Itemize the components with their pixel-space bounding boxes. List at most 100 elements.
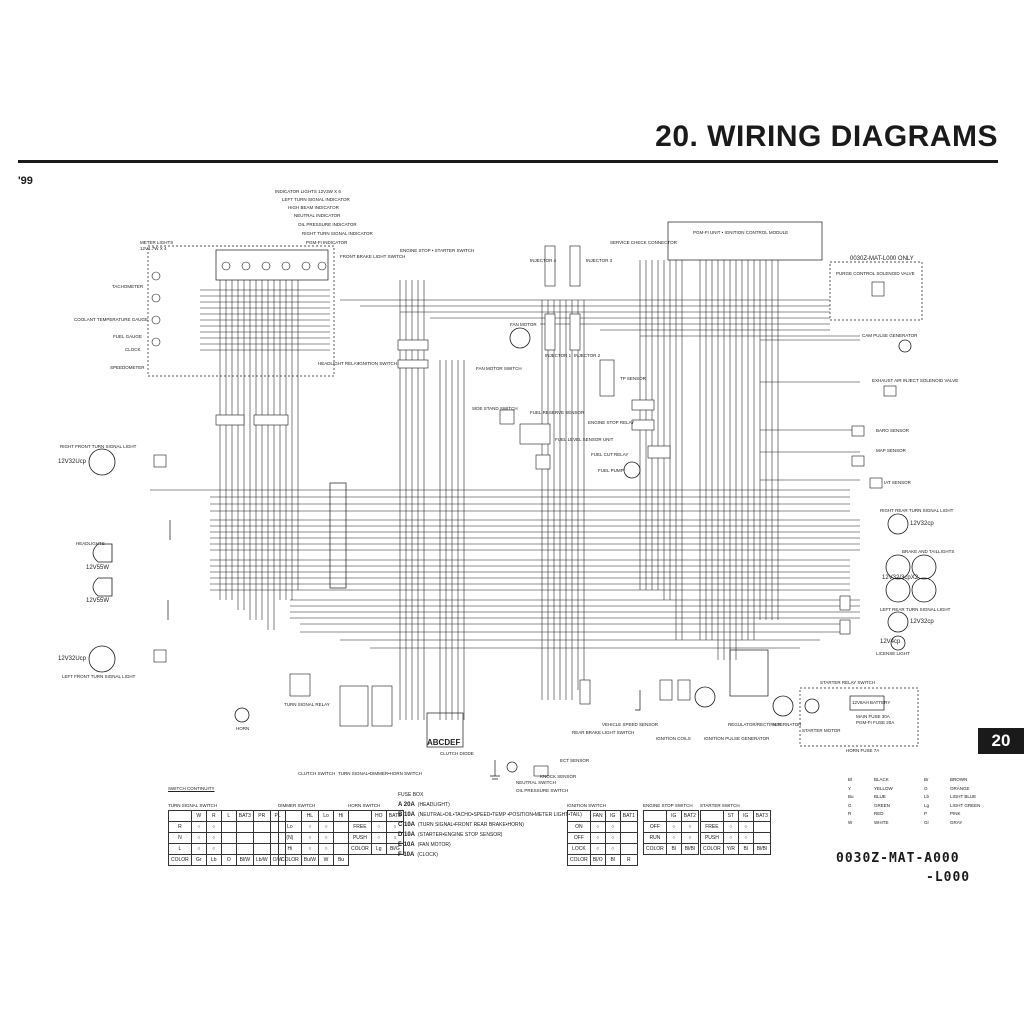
table-row: PUSH○○	[700, 832, 771, 844]
table-row: FREE○○	[348, 821, 404, 833]
label-meter-lights: METER LIGHTS	[140, 240, 174, 245]
label-left-front-turn: LEFT FRONT TURN SIGNAL LIGHT	[62, 674, 136, 679]
table-caption: DIMMER SWITCH	[278, 803, 316, 808]
label-horn: HORN	[236, 726, 250, 731]
table-caption: ENGINE STOP SWITCH	[643, 803, 693, 808]
table-cell: BAT1	[619, 810, 638, 822]
table-cell: Bl	[737, 843, 754, 855]
label-coolant-gauge: COOLANT TEMPERATURE GAUGE	[74, 317, 149, 322]
table-cell: PR	[252, 810, 271, 822]
regulator-box	[729, 649, 769, 697]
label-side-stand: SIDE STAND SWITCH	[472, 406, 518, 411]
table-cell: L	[168, 843, 192, 855]
table-row: N○○	[168, 832, 286, 844]
table-cell: IG	[604, 810, 621, 822]
label-ect-sensor: ECT SENSOR	[560, 758, 590, 763]
table-cell: Bl/Bl	[680, 843, 699, 855]
table-cell: PUSH	[700, 832, 724, 844]
label-ignition-coils: IGNITION COILS	[656, 736, 691, 741]
legend-entry: O	[924, 785, 928, 791]
diagram-code-2: -L000	[926, 870, 971, 885]
table-cell: FREE	[700, 821, 724, 833]
table-cell: L	[220, 810, 237, 822]
table-caption: STARTER SWITCH	[700, 803, 740, 808]
label-left-rear-turn: LEFT REAR TURN SIGNAL LIGHT	[880, 607, 951, 612]
table-cell: COLOR	[643, 843, 667, 855]
table-cell: Lo	[318, 810, 335, 822]
table-row: L○○	[168, 843, 286, 855]
purge-box	[829, 261, 923, 321]
label-battery: 12V8AH BATTERY	[852, 700, 891, 705]
table-cell: ○	[300, 821, 320, 833]
fuse-box	[426, 712, 464, 748]
label-purge-valve: PURGE CONTROL SOLENOID VALVE	[836, 271, 915, 276]
table-cell	[235, 832, 254, 844]
table-row: Lo○○	[278, 821, 350, 833]
brake-tail-bulb-1	[885, 554, 911, 580]
label-iat-sensor: IAT SENSOR	[884, 480, 911, 485]
fuse-rating: D 10A	[398, 832, 416, 838]
table-cell	[252, 843, 271, 855]
label-neutral-indicator: NEUTRAL INDICATOR	[294, 213, 341, 218]
legend-entry: Gr	[924, 819, 929, 825]
label-bt-spec: 12V32/3cpX2	[882, 575, 919, 581]
label-engine-stop-relay: ENGINE STOP RELAY	[588, 420, 635, 425]
legend-entry: GRAY	[950, 819, 963, 825]
label-brake-tail: BRAKE AND TAILLIGHTS	[902, 549, 955, 554]
fuse-item: D 10A(STARTER•ENGINE STOP SENSOR)	[398, 830, 582, 840]
table-cell	[220, 843, 237, 855]
label-tachometer: TACHOMETER	[112, 284, 144, 289]
fuse-item: F 10A(CLOCK)	[398, 850, 582, 860]
table-cell: Gr	[190, 854, 207, 866]
starter-motor	[804, 698, 820, 714]
table-cell: Y/R	[722, 843, 739, 855]
label-reg-rect: REGULATOR/RECTIFIER	[728, 722, 781, 727]
table-cell: ST	[722, 810, 739, 822]
brake-tail-bulb-3	[885, 577, 911, 603]
table-cell: ○	[589, 843, 606, 855]
brake-tail-bulb-4	[911, 577, 937, 603]
table-caption: IGNITION SWITCH	[567, 803, 606, 808]
table-cell: Bu/W	[300, 854, 320, 866]
cluster-box	[147, 245, 335, 377]
table-cell: ○	[665, 832, 682, 844]
table-cell: ○	[604, 821, 621, 833]
fan-motor	[509, 327, 531, 349]
table-cell	[235, 821, 254, 833]
label-fuel-level: FUEL LEVEL SENSOR UNIT	[555, 437, 614, 442]
table-cell: W	[190, 810, 207, 822]
table-cell: ○	[190, 843, 207, 855]
label-headlights: HEADLIGHTS	[76, 541, 105, 546]
label-fuse-letters: ABCDEF	[427, 738, 461, 747]
table-cell: ○	[665, 821, 682, 833]
fuse-item: B 10A(NEUTRAL•OIL•TACHO•SPEED•TEMP •POSI…	[398, 810, 582, 820]
table-cell: ○	[680, 832, 699, 844]
table-cell: IG	[665, 810, 682, 822]
label-rf-spec: 12V32Ucp	[58, 459, 87, 465]
table-cell: Lb	[205, 854, 222, 866]
label-right-turn-indicator: RIGHT TURN SIGNAL INDICATOR	[302, 231, 373, 236]
label-main-fuse: MAIN FUSE 30A	[856, 714, 890, 719]
table-cell: ○	[737, 832, 754, 844]
table-cell: Bu	[333, 854, 350, 866]
label-alternator: ALTERNATOR	[772, 722, 802, 727]
table-cell: ○	[680, 821, 699, 833]
label-speedometer: SPEEDOMETER	[110, 365, 145, 370]
label-fan-motor-switch: FAN MOTOR SWITCH	[476, 366, 522, 371]
table-cell	[333, 843, 350, 855]
model-year: '99	[18, 175, 33, 187]
label-ecm: PGM-FI UNIT • IGNITION CONTROL MODULE	[693, 230, 789, 235]
label-right-rear-turn: RIGHT REAR TURN SIGNAL LIGHT	[880, 508, 954, 513]
table-cell: COLOR	[168, 854, 192, 866]
table-cell	[278, 810, 302, 822]
brake-tail-bulb-2	[911, 554, 937, 580]
label-vehicle-speed: VEHICLE SPEED SENSOR	[602, 722, 659, 727]
